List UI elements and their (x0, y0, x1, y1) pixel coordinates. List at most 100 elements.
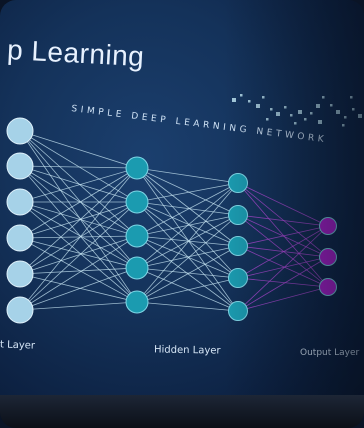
connection-line (19, 167, 138, 311)
output-layer-label: Output Layer (300, 348, 360, 358)
connection-line (136, 245, 239, 269)
connection-line (19, 165, 138, 169)
connection-line (19, 201, 138, 311)
decor-pixel (256, 104, 260, 108)
network-node (228, 236, 248, 256)
decor-pixel (310, 112, 313, 115)
decor-pixel (318, 120, 322, 124)
network-node (6, 224, 34, 252)
network-node (125, 256, 149, 280)
network-node (125, 190, 149, 214)
decor-pixel (336, 110, 340, 114)
decor-pixel (304, 118, 307, 121)
connection-line (237, 182, 329, 258)
connection-line (19, 165, 138, 269)
connection-line (19, 167, 138, 203)
connection-line (136, 214, 239, 303)
connection-line (136, 267, 239, 312)
decor-pixel (294, 122, 297, 125)
connection-line (136, 167, 239, 247)
decor-pixel (344, 116, 347, 119)
connection-line (19, 165, 138, 203)
connection-line (237, 225, 329, 247)
connection-line (136, 167, 239, 184)
network-node (319, 248, 337, 266)
connection-line (136, 267, 239, 279)
connection-line (237, 256, 329, 279)
network-node (125, 224, 149, 248)
decor-pixel (298, 110, 302, 114)
connection-line (19, 267, 138, 311)
decor-pixel (248, 100, 251, 103)
connection-line (19, 130, 138, 169)
connection-line (19, 273, 138, 303)
network-node (6, 296, 34, 324)
connection-line (237, 245, 329, 258)
decor-pixel (270, 108, 273, 111)
decor-pixel (290, 114, 293, 117)
connection-line (19, 167, 138, 275)
decor-pixel (276, 112, 280, 116)
decor-pixel (322, 96, 325, 99)
connection-line (19, 267, 138, 275)
network-node (228, 268, 248, 288)
connection-line (237, 286, 329, 312)
connection-line (136, 277, 239, 303)
connection-line (19, 201, 138, 303)
connection-line (136, 214, 239, 269)
connection-line (136, 182, 239, 203)
connection-line (19, 130, 138, 203)
network-node (228, 301, 248, 321)
connection-line (19, 201, 138, 239)
connection-line (237, 256, 329, 312)
network-connections (19, 130, 329, 312)
connection-line (237, 214, 329, 227)
connection-line (136, 201, 239, 312)
connection-line (136, 301, 239, 312)
decor-pixel (262, 96, 265, 99)
hidden-layer-label: Hidden Layer (153, 344, 221, 357)
decor-pixel (232, 98, 236, 102)
decorative-pixel-pattern (232, 94, 362, 127)
network-node (228, 173, 248, 193)
network-node (319, 217, 337, 235)
network-node (6, 117, 34, 145)
network-node (125, 156, 149, 180)
connection-line (237, 182, 329, 288)
decor-pixel (240, 94, 243, 97)
connection-line (19, 235, 138, 275)
decor-pixel (284, 106, 287, 109)
connection-line (136, 182, 239, 303)
connection-line (19, 201, 138, 269)
connection-line (136, 167, 239, 279)
connection-line (19, 301, 138, 311)
connection-line (136, 235, 239, 247)
network-node (6, 152, 34, 180)
decor-pixel (342, 124, 345, 127)
network-node (228, 205, 248, 225)
network-node (125, 290, 149, 314)
decor-pixel (358, 114, 362, 118)
connection-line (19, 130, 138, 269)
connection-line (136, 182, 239, 237)
decor-pixel (266, 118, 269, 121)
connection-line (237, 225, 329, 312)
connection-line (19, 165, 138, 237)
network-node (6, 188, 34, 216)
connection-line (19, 201, 138, 275)
connection-line (19, 167, 138, 239)
connection-line (136, 235, 239, 312)
connection-line (19, 165, 138, 303)
connection-line (19, 235, 138, 311)
connection-line (19, 235, 138, 239)
connection-line (136, 201, 239, 247)
connection-line (19, 201, 138, 237)
decor-pixel (350, 96, 353, 99)
connection-line (19, 237, 138, 269)
network-nodes (6, 117, 337, 324)
decor-pixel (352, 108, 355, 111)
network-node (319, 278, 337, 296)
connection-line (136, 245, 239, 303)
decor-pixel (316, 104, 320, 108)
